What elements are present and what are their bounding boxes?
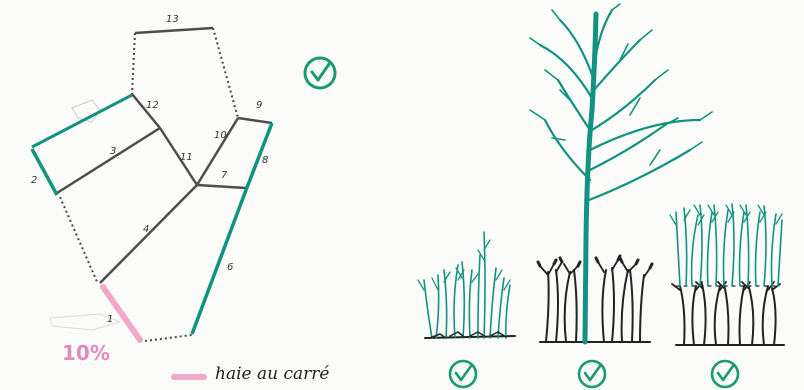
label-13: 13 xyxy=(166,14,179,25)
label-9: 9 xyxy=(256,100,262,111)
young-hedge-icon xyxy=(418,232,515,338)
edge-2 xyxy=(32,149,57,195)
label-11: 11 xyxy=(180,152,193,163)
legend-text: haie au carré xyxy=(215,364,329,384)
edge-top-left xyxy=(32,95,132,147)
edge-9 xyxy=(238,118,272,123)
label-3: 3 xyxy=(110,146,116,157)
edge-7 xyxy=(197,185,246,188)
edge-dotted xyxy=(145,335,192,341)
label-1: 1 xyxy=(107,314,113,325)
edge-10 xyxy=(197,118,238,185)
label-10: 10 xyxy=(214,130,227,141)
edge-6 xyxy=(192,190,246,334)
edge-13 xyxy=(135,28,213,33)
label-4: 4 xyxy=(143,224,149,235)
check-circle-icon xyxy=(450,361,476,387)
check-circle-icon xyxy=(579,361,605,387)
edge-dotted xyxy=(213,28,238,118)
label-8: 8 xyxy=(262,155,268,166)
check-circle-icon xyxy=(712,361,738,387)
edge-dotted xyxy=(132,33,135,94)
edge-dotted xyxy=(60,197,98,284)
tall-tree-hedge-icon xyxy=(530,4,712,342)
percent-label: 10% xyxy=(62,341,110,365)
plot-diagram: 13 12 9 10 3 11 8 7 2 4 6 1 10% haie au … xyxy=(31,14,335,384)
label-6: 6 xyxy=(227,262,233,273)
label-2: 2 xyxy=(31,175,37,186)
label-7: 7 xyxy=(221,170,228,181)
label-12: 12 xyxy=(146,100,159,111)
cut-regrowth-hedge-icon xyxy=(670,204,784,345)
check-circle-icon xyxy=(305,58,335,88)
edge-3 xyxy=(57,128,160,193)
